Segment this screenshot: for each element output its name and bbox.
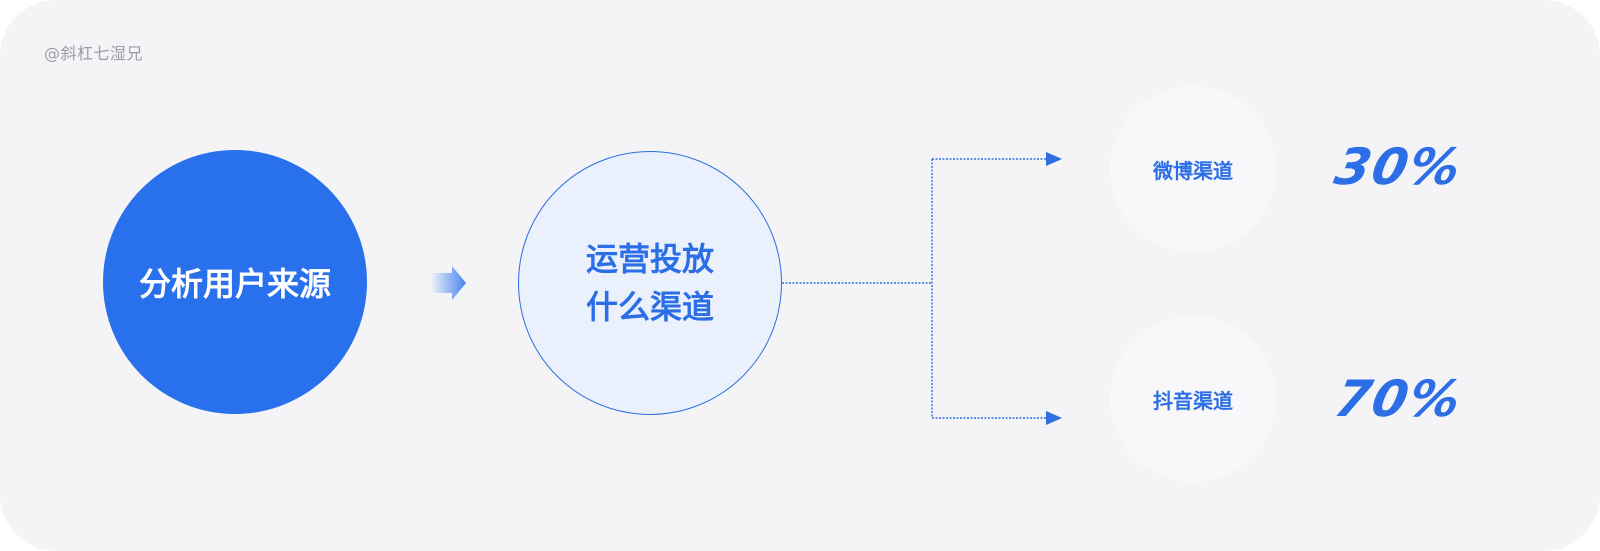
weibo-percent: 30%	[1329, 138, 1468, 196]
channel-question-node: 运营投放 什么渠道	[518, 151, 782, 415]
question-line-2: 什么渠道	[585, 288, 714, 326]
question-line-1: 运营投放	[585, 240, 714, 278]
douyin-channel-node: 抖音渠道	[1110, 316, 1276, 482]
flow-arrow-icon	[432, 266, 466, 300]
weibo-channel-node: 微博渠道	[1110, 86, 1276, 252]
arrowhead-icon	[1046, 152, 1062, 166]
weibo-channel-label: 微博渠道	[1153, 158, 1233, 183]
watermark: @斜杠七湿兄	[44, 44, 144, 63]
analyze-user-source-node: 分析用户来源	[103, 150, 367, 414]
branch-connector	[782, 158, 1048, 419]
douyin-percent: 70%	[1329, 370, 1468, 428]
douyin-channel-label: 抖音渠道	[1153, 388, 1233, 413]
analyze-user-source-label: 分析用户来源	[138, 265, 331, 303]
arrowhead-icon	[1046, 411, 1062, 425]
